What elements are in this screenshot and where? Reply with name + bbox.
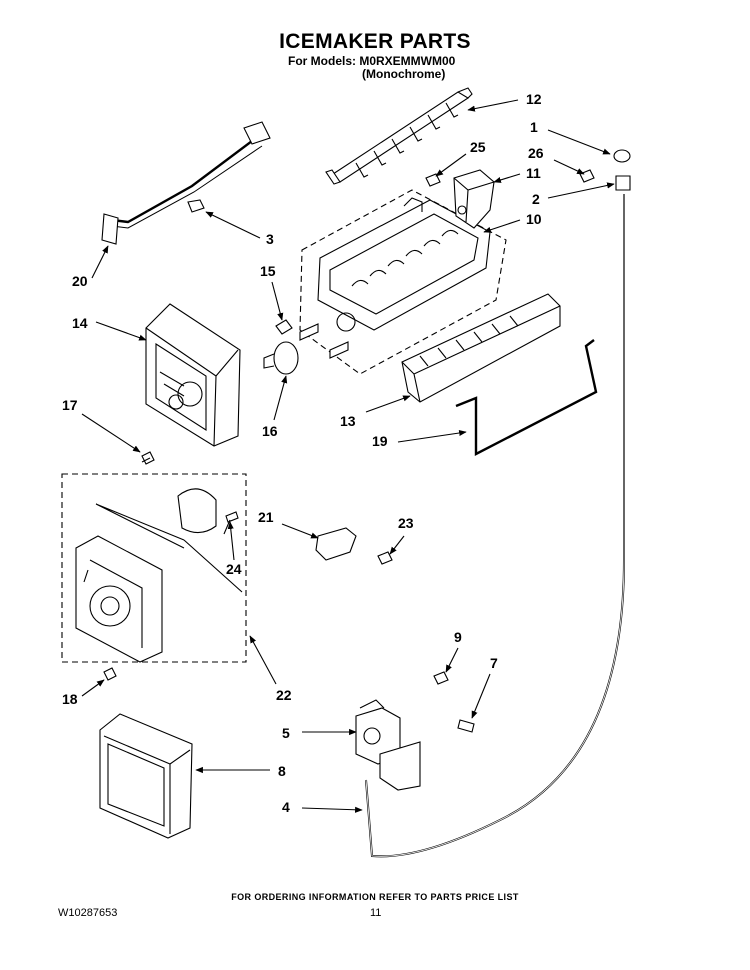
icemaker-mold-part [299, 189, 507, 375]
callout-12: 12 [526, 91, 542, 107]
leader-19 [397, 429, 467, 443]
screw-26 [579, 169, 595, 183]
variant-label: (Monochrome) [362, 67, 446, 81]
callout-13: 13 [340, 413, 356, 429]
callout-22: 22 [276, 687, 292, 703]
water-valve-part [355, 699, 421, 791]
leader-16 [273, 375, 288, 421]
callout-25: 25 [470, 139, 486, 155]
screw-17 [141, 451, 155, 465]
leader-18 [81, 679, 105, 697]
screw-9 [433, 671, 449, 685]
callout-4: 4 [282, 799, 290, 815]
leader-22 [249, 635, 277, 685]
fill-cup-part [453, 169, 495, 229]
callout-5: 5 [282, 725, 290, 741]
leader-13 [365, 395, 411, 413]
callout-2: 2 [532, 191, 540, 207]
models-label: For Models: M0RXEMMWM00 [288, 54, 456, 68]
icemaker-cover-part [99, 713, 193, 839]
callout-19: 19 [372, 433, 388, 449]
ejector-rake-part [325, 87, 473, 185]
leader-4 [301, 806, 363, 813]
leader-25 [435, 153, 467, 177]
motor-cover-part [263, 341, 299, 375]
callout-18: 18 [62, 691, 78, 707]
clamp-part [457, 719, 475, 733]
leader-14 [95, 321, 147, 341]
leader-23 [389, 535, 405, 555]
callout-16: 16 [262, 423, 278, 439]
tube-fitting-part [613, 149, 631, 191]
callout-11: 11 [526, 165, 541, 181]
screw-18 [103, 667, 117, 681]
stripper-part [401, 293, 561, 403]
callout-17: 17 [62, 397, 78, 413]
callout-14: 14 [72, 315, 88, 331]
callout-1: 1 [530, 119, 538, 135]
screw-23 [377, 551, 393, 565]
callout-15: 15 [260, 263, 276, 279]
page-title: ICEMAKER PARTS [279, 30, 471, 53]
leader-1 [547, 129, 611, 155]
callout-21: 21 [258, 509, 274, 525]
callout-7: 7 [490, 655, 498, 671]
leader-24 [227, 521, 235, 561]
leader-21 [281, 523, 319, 539]
clip-part [275, 319, 293, 335]
callout-3: 3 [266, 231, 274, 247]
leader-2 [547, 182, 615, 199]
leader-9 [445, 647, 459, 673]
wire-harness-part [101, 121, 271, 245]
document-number: W10287653 [58, 907, 118, 919]
heater-wire-part [455, 339, 598, 456]
callout-23: 23 [398, 515, 414, 531]
callout-26: 26 [528, 145, 544, 161]
callout-9: 9 [454, 629, 462, 645]
leader-7 [471, 673, 491, 719]
module-assembly-part [61, 473, 247, 663]
callout-24: 24 [226, 561, 242, 577]
bracket-part [315, 527, 357, 561]
leader-20 [91, 245, 109, 279]
model-info: For Models: M0RXEMMWM00 (Monochrome) [288, 55, 455, 81]
page-number: 11 [370, 907, 382, 919]
callout-20: 20 [72, 273, 88, 289]
leader-12 [467, 99, 519, 112]
leader-17 [81, 413, 141, 453]
leader-15 [271, 281, 284, 321]
screw-25 [425, 173, 441, 187]
leader-3 [205, 211, 261, 239]
callout-10: 10 [526, 211, 542, 227]
leader-26 [553, 159, 585, 175]
ordering-note: FOR ORDERING INFORMATION REFER TO PARTS … [231, 892, 519, 902]
callout-8: 8 [278, 763, 286, 779]
leader-11 [493, 173, 521, 183]
control-housing-part [145, 303, 241, 447]
leader-10 [483, 219, 521, 233]
